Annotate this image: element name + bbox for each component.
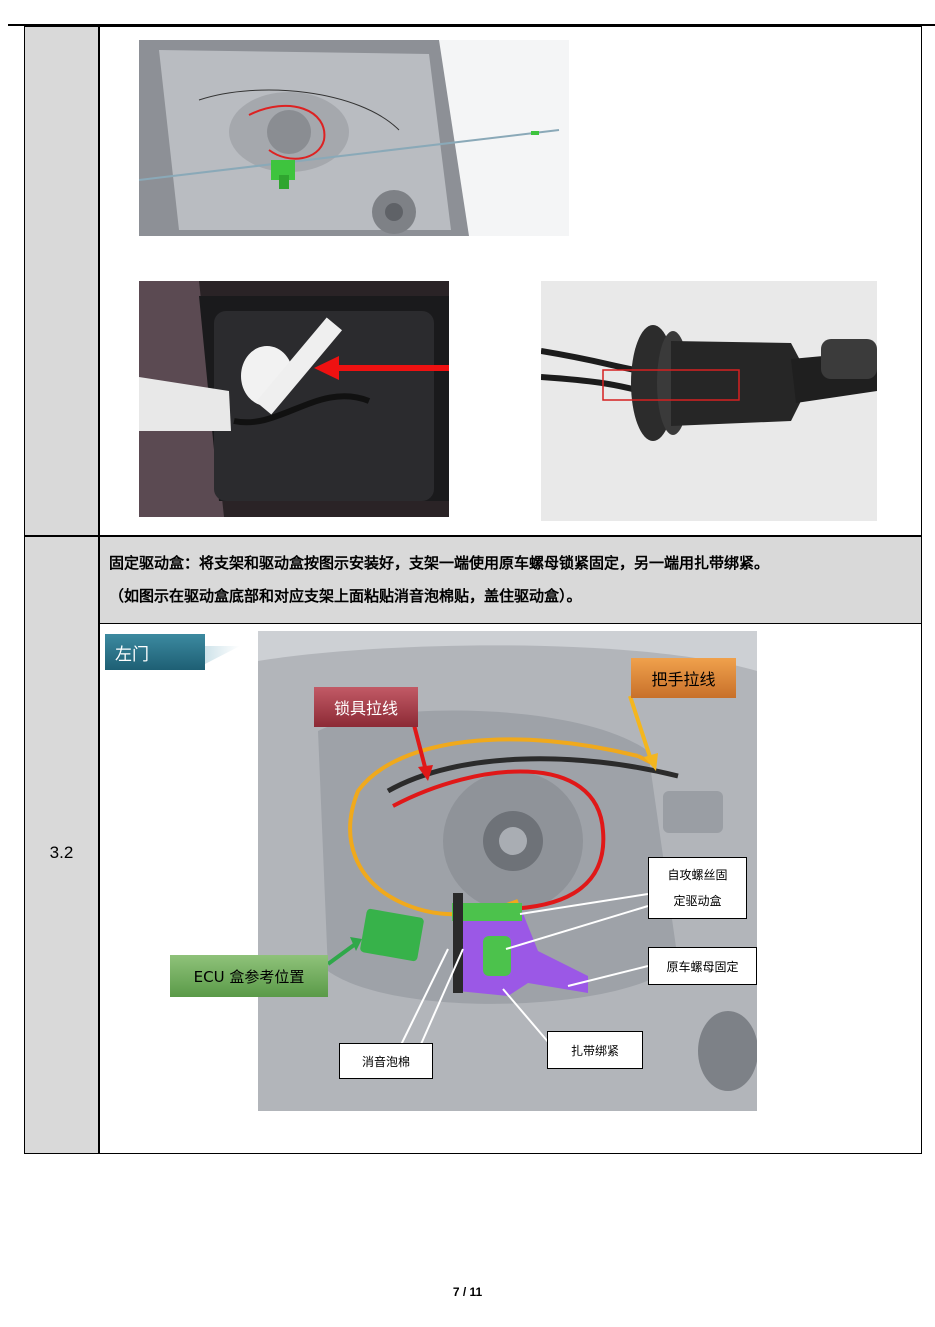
door-cad-render-image: [139, 40, 569, 236]
cable-tie-label-box: 扎带绑紧: [547, 1031, 643, 1069]
self-tap-screw-label-line1: 自攻螺丝固: [667, 868, 728, 882]
handle-cable-label: 把手拉线: [651, 670, 716, 689]
self-tap-screw-label-box: 自攻螺丝固 定驱动盒: [648, 857, 747, 919]
lock-cable-label: 锁具拉线: [333, 699, 398, 718]
lock-cable-label-box: 锁具拉线: [314, 687, 418, 727]
figure-cell-top: [99, 26, 922, 536]
foam-label: 消音泡棉: [361, 1054, 410, 1069]
oem-nut-label: 原车螺母固定: [666, 959, 739, 974]
step-number-cell-continued: [24, 26, 99, 536]
instruction-line-1: 固定驱动盒：将支架和驱动盒按图示安装好，支架一端使用原车螺母锁紧固定，另一端用扎…: [109, 554, 770, 572]
oem-nut-label-box: 原车螺母固定: [648, 947, 757, 985]
instruction-line-2: （如图示在驱动盒底部和对应支架上面粘贴消音泡棉贴，盖住驱动盒）。: [109, 587, 582, 605]
grommet-product-photo: [541, 281, 877, 521]
foam-label-box: 消音泡棉: [339, 1043, 433, 1079]
instruction-text: 固定驱动盒：将支架和驱动盒按图示安装好，支架一端使用原车螺母锁紧固定，另一端用扎…: [109, 547, 914, 613]
self-tap-screw-label-line2: 定驱动盒: [673, 894, 722, 908]
handle-cable-label-box: 把手拉线: [631, 658, 736, 698]
left-door-label: 左门: [115, 644, 149, 665]
ecu-position-label-box: ECU 盒参考位置: [170, 955, 328, 997]
instruction-cell: 固定驱动盒：将支架和驱动盒按图示安装好，支架一端使用原车螺母锁紧固定，另一端用扎…: [99, 535, 922, 624]
grommet-installed-photo: [139, 281, 449, 517]
instruction-table: 3.2 固定驱动盒：将支架和驱动盒按图示安装好，支架一端使用原车螺母锁紧固定，另…: [24, 26, 922, 1154]
left-door-tab: 左门: [105, 634, 205, 670]
left-door-tab-shadow: [205, 646, 240, 664]
step-number: 3.2: [49, 843, 74, 862]
diagram-cell: 左门: [99, 623, 922, 1154]
page-number: 7 / 11: [452, 1285, 483, 1299]
header-rule: [8, 24, 935, 26]
cable-tie-label: 扎带绑紧: [570, 1043, 619, 1058]
step-number-cell: 3.2: [24, 535, 99, 1154]
ecu-position-label: ECU 盒参考位置: [193, 967, 305, 986]
